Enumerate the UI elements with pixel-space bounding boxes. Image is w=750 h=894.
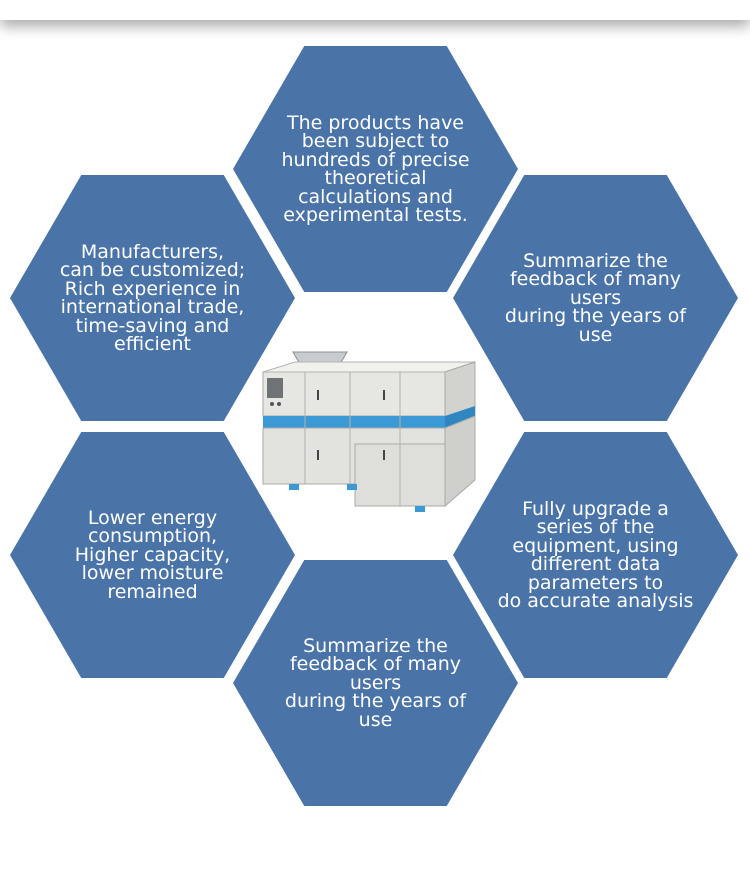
top-bar: [0, 0, 750, 20]
hexagon-lower-left: Lower energy consumption, Higher capacit…: [10, 432, 295, 678]
hexagon-lower-left-text: Lower energy consumption, Higher capacit…: [74, 506, 231, 603]
hexagon-top-text: The products have been subject to hundre…: [281, 111, 470, 226]
hexagon-top: The products have been subject to hundre…: [233, 46, 518, 292]
hexagon-lower-right-text: Fully upgrade a series of the equipment,…: [497, 497, 694, 612]
hexagon-upper-right-text: Summarize the feedback of many users dur…: [504, 249, 687, 346]
industrial-machine-icon: [262, 351, 476, 512]
hexagon-upper-left-text: Manufacturers, can be customized; Rich e…: [59, 240, 246, 355]
hexagon-bottom-text: Summarize the feedback of many users dur…: [284, 634, 467, 731]
hexagon-upper-left: Manufacturers, can be customized; Rich e…: [10, 175, 295, 421]
hexagon-lower-right: Fully upgrade a series of the equipment,…: [453, 432, 738, 678]
hexagon-upper-right: Summarize the feedback of many users dur…: [453, 175, 738, 421]
hexagon-bottom: Summarize the feedback of many users dur…: [233, 560, 518, 806]
